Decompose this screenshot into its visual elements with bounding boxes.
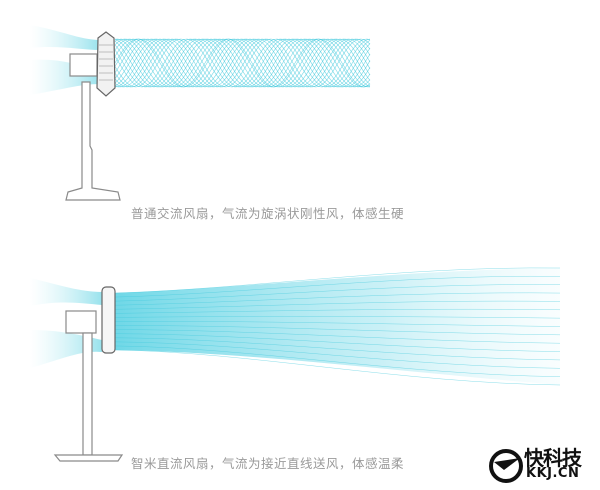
vortex-line [114,38,371,88]
airflow-line [114,321,561,327]
ordinary-fan-group [30,25,371,201]
fan-motor-box [69,53,98,77]
vortex-line [114,38,371,88]
vortex-line [114,38,371,88]
mi-fan-caption: 智米直流风扇，气流为接近直线送风，体感温柔 [131,456,405,471]
mi-fan-drawing [53,286,124,462]
airflow-line [114,325,561,336]
fan-stand-pole [65,81,121,201]
airflow-line [114,337,561,361]
vortex-line [114,38,371,88]
airflow-line [114,292,561,306]
vortex-line [114,38,371,88]
fan-head [101,286,116,354]
vortex-line [114,38,371,88]
straight-airflow [114,268,560,385]
kkj-logo-icon [489,449,523,483]
fan-motor-box [65,310,97,334]
intake-airflow-upper [30,25,100,50]
airflow-line [114,267,561,294]
vortex-line [114,38,371,88]
vortex-line [114,38,371,88]
airflow-line [114,316,561,319]
airflow-line [114,349,561,386]
mi-fan-group [30,267,561,462]
vortex-line [114,38,371,88]
vortex-line [114,38,371,88]
vortex-line [114,38,371,88]
vortex-line [114,38,371,88]
fan-head [96,31,116,97]
airflow-line [114,333,561,352]
airflow-line [114,275,561,298]
ordinary-fan-drawing [65,31,121,201]
ordinary-fan-caption: 普通交流风扇，气流为旋涡状刚性风，体感生硬 [131,206,405,221]
vortex-airflow [114,38,371,88]
fan-base [53,454,124,462]
kkj-watermark-logo: 快科技 KKJ.CN [488,444,598,488]
vortex-line [114,38,371,88]
intake-airflow-upper [30,278,102,306]
airflow-line [114,300,561,310]
watermark-name-cn: 快科技 [524,446,582,470]
watermark-name-en: KKJ.CN [526,466,580,481]
straight-airflow-lines [114,267,561,386]
airflow-line [114,345,561,377]
airflow-line [114,341,561,369]
vortex-line [114,38,371,88]
vortex-line [114,38,371,88]
airflow-line [114,329,561,344]
vortex-line [114,38,371,88]
airflow-line [114,284,561,302]
fan-stand-pole [82,332,93,456]
vortex-line [114,38,371,88]
vortex-line [114,38,371,88]
airflow-line [114,308,561,314]
